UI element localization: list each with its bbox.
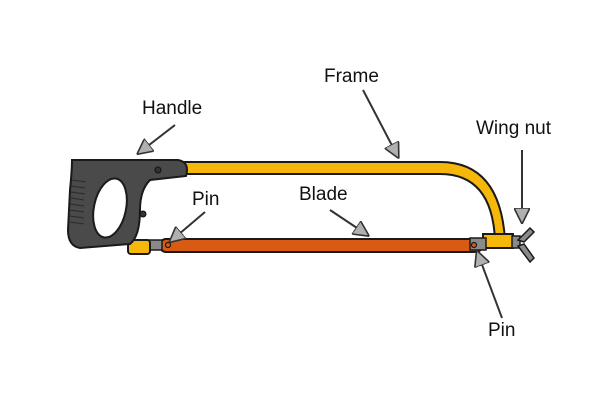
callout-arrows (140, 89, 522, 319)
handle-screw (154, 166, 162, 174)
handle-fitting (127, 239, 151, 255)
pin-left (164, 241, 172, 249)
label-handle: Handle (142, 98, 203, 119)
pin-right (470, 241, 478, 249)
label-pin-left: Pin (192, 189, 220, 210)
handle (66, 159, 188, 250)
handle-grip-ridges (69, 179, 87, 225)
handle-screw (139, 210, 147, 218)
handle-arrow (140, 124, 176, 152)
blade-arrow (329, 209, 366, 234)
frame-end-fitting (482, 233, 514, 249)
wing-nut (511, 226, 536, 264)
pin-left-arrow (172, 211, 206, 240)
pin-right-arrow (478, 254, 503, 319)
label-frame: Frame (324, 66, 379, 87)
handle-grip-hole (92, 177, 128, 239)
label-wing-nut: Wing nut (476, 118, 551, 139)
frame (169, 161, 514, 249)
label-pin-right: Pin (488, 320, 516, 341)
frame-arrow (362, 89, 397, 155)
label-blade: Blade (299, 184, 348, 205)
blade (145, 237, 487, 253)
